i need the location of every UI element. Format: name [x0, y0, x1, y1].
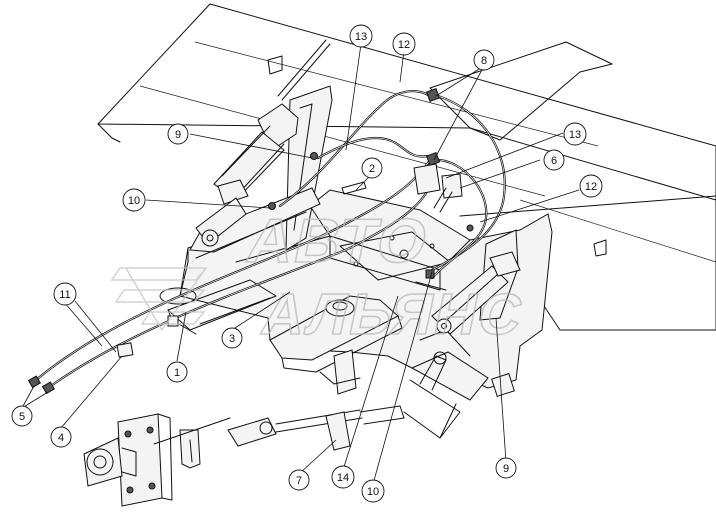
right-cylinder: [415, 224, 521, 335]
callout-11: 11: [53, 282, 77, 306]
leader-lines: [21, 43, 580, 485]
callout-9-upper: 9: [167, 123, 189, 145]
callout-6: 6: [543, 149, 565, 171]
callouts: 1 2 3 4 5 6 7 8: [11, 24, 603, 503]
coupling-slide: [269, 295, 403, 395]
callout-12-upper: 12: [392, 32, 416, 56]
right-plate: [429, 41, 716, 331]
callout-label: 10: [367, 486, 379, 498]
callout-12-lower: 12: [579, 174, 603, 198]
callout-label: 7: [296, 475, 302, 487]
callout-7: 7: [288, 469, 310, 491]
callout-3: 3: [221, 327, 243, 349]
callout-4: 4: [50, 426, 72, 448]
callout-1: 1: [166, 361, 188, 383]
hydraulic-hoses: [27, 87, 506, 395]
small-parts: [116, 55, 607, 358]
callout-label: 4: [58, 432, 64, 444]
callout-label: 1: [174, 367, 180, 379]
towing-hook: [83, 413, 201, 507]
watermark: АВТО АЛЬЯНС: [110, 206, 531, 348]
callout-label: 11: [59, 289, 70, 301]
callout-13-lower: 13: [563, 122, 587, 146]
callout-label: 13: [569, 129, 581, 141]
callout-10-upper: 10: [122, 188, 146, 212]
callout-5: 5: [11, 405, 33, 427]
callout-label: 13: [355, 31, 367, 43]
callout-label: 3: [229, 333, 235, 345]
callout-label: 9: [503, 463, 509, 475]
callout-label: 6: [551, 155, 557, 167]
callout-8: 8: [473, 49, 495, 71]
callout-label: 12: [585, 181, 597, 193]
callout-2: 2: [361, 157, 383, 179]
callout-label: 5: [19, 411, 25, 423]
callout-label: 10: [128, 195, 140, 207]
callout-13-upper: 13: [349, 24, 373, 48]
callout-label: 2: [369, 163, 375, 175]
callout-label: 14: [337, 472, 349, 484]
watermark-line-1: АВТО: [241, 207, 435, 276]
callout-10-lower: 10: [361, 479, 385, 503]
callout-14: 14: [331, 465, 355, 489]
callout-label: 12: [398, 39, 410, 51]
callout-9-lower: 9: [495, 457, 517, 479]
callout-label: 8: [481, 55, 487, 67]
connecting-rod: [153, 405, 405, 451]
callout-label: 9: [175, 129, 181, 141]
watermark-line-2: АЛЬЯНС: [256, 283, 530, 347]
